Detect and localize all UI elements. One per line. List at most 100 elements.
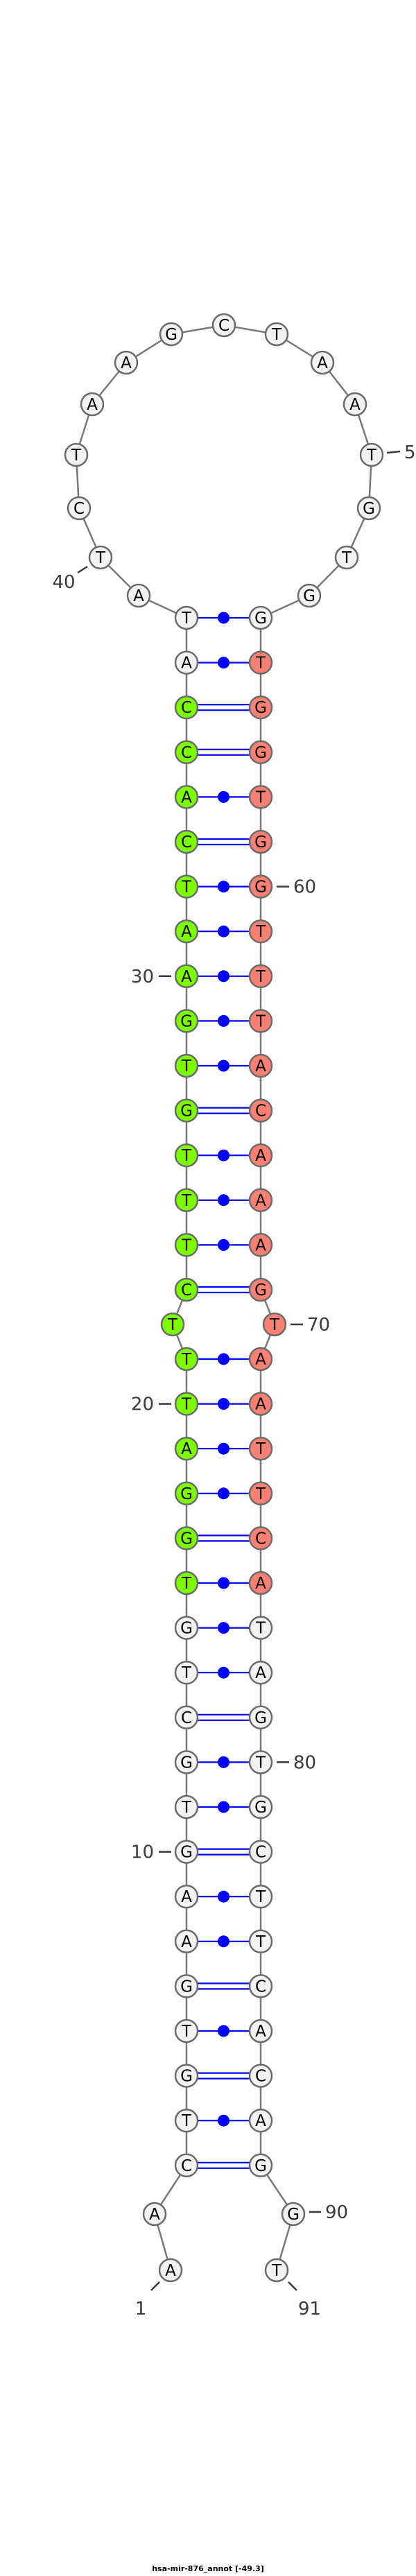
base-pair-bond <box>187 2072 261 2080</box>
label-number: 50 <box>404 442 416 463</box>
nucleotide-circle <box>67 496 92 521</box>
nucleotide-circle <box>174 1840 199 1864</box>
nucleotide-72: A <box>248 1392 273 1416</box>
structure-title: hsa-mir-876_annot [-49.3] <box>152 2564 264 2573</box>
nucleotide-letter: A <box>181 655 192 673</box>
nucleotide-letter: T <box>181 2023 192 2041</box>
nucleotide-71: A <box>248 1347 273 1372</box>
nucleotide-91: T <box>264 2258 289 2283</box>
nucleotide-3: C <box>174 2153 199 2178</box>
nucleotide-83: T <box>248 1884 273 1909</box>
nucleotide-letter: T <box>269 1316 280 1334</box>
wobble-pair-dot <box>218 612 229 624</box>
nucleotide-7: G <box>174 1974 199 1998</box>
nucleotide-30: A <box>174 964 199 989</box>
base-pair-bond <box>187 1149 261 1161</box>
nucleotide-13: C <box>174 1705 199 1730</box>
nucleotide-24: T <box>174 1233 199 1257</box>
nucleotide-letter: G <box>180 1103 193 1121</box>
wobble-pair-dot <box>218 970 229 983</box>
position-labels: 110203040506070809091 <box>52 442 416 2319</box>
nucleotide-circle <box>248 1143 273 1168</box>
wobble-pair-dot <box>218 1756 229 1768</box>
nucleotide-85: C <box>248 1974 273 1998</box>
wobble-pair-dot <box>218 1666 229 1679</box>
nucleotide-33: C <box>174 829 199 854</box>
nucleotide-36: C <box>174 695 199 720</box>
nucleotide-23: C <box>174 1277 199 1302</box>
nucleotide-circle <box>248 1436 273 1461</box>
nucleotide-circle <box>248 650 273 675</box>
nucleotide-letter: C <box>73 500 85 518</box>
base-pairs <box>187 612 261 2169</box>
nucleotide-64: A <box>248 1053 273 1078</box>
nucleotide-letter: A <box>181 1888 192 1906</box>
nucleotide-81: G <box>248 1795 273 1819</box>
wobble-pair-dot <box>218 925 229 937</box>
nucleotide-74: T <box>248 1481 273 1506</box>
nucleotide-57: G <box>248 740 273 765</box>
nucleotide-circle <box>248 2064 273 2088</box>
nucleotide-letter: G <box>254 610 267 628</box>
nucleotide-letter: T <box>181 1057 192 1075</box>
wobble-pair-dot <box>218 1060 229 1072</box>
wobble-pair-dot <box>218 1801 229 1813</box>
nucleotide-letter: G <box>363 500 375 518</box>
position-label-91: 91 <box>288 2281 321 2319</box>
nucleotide-letter: C <box>255 1844 266 1862</box>
wobble-pair-dot <box>218 657 229 669</box>
base-pair-bond <box>187 838 261 846</box>
label-number: 70 <box>307 1315 330 1335</box>
nucleotide-circle <box>248 829 273 854</box>
nucleotide-circle <box>248 2153 273 2178</box>
nucleotide-circle <box>174 1053 199 1078</box>
position-label-1: 1 <box>135 2281 160 2319</box>
nucleotide-78: A <box>248 1660 273 1685</box>
nucleotide-66: A <box>248 1143 273 1168</box>
base-pair-bond <box>187 1398 261 1410</box>
nucleotide-circle <box>88 545 113 570</box>
nucleotide-circle <box>248 2019 273 2043</box>
nucleotide-circle <box>174 650 199 675</box>
nucleotide-circle <box>310 350 335 375</box>
nucleotide-letter: C <box>255 1103 266 1121</box>
wobble-pair-dot <box>218 1890 229 1903</box>
nucleotides: AACTGTGAAGTGCTGTGGATTTCTTTGTGAATCACCATAT… <box>64 313 384 2283</box>
nucleotide-circle <box>174 605 199 630</box>
nucleotide-letter: T <box>181 1236 192 1254</box>
nucleotide-38: T <box>174 605 199 630</box>
nucleotide-59: G <box>248 829 273 854</box>
nucleotide-28: T <box>174 1053 199 1078</box>
nucleotide-circle <box>248 1795 273 1819</box>
base-pair-bond <box>187 1756 261 1768</box>
nucleotide-circle <box>174 1347 199 1372</box>
position-label-50: 50 <box>386 442 416 463</box>
label-number: 30 <box>131 967 154 987</box>
nucleotide-17: G <box>174 1526 199 1550</box>
wobble-pair-dot <box>218 790 229 803</box>
nucleotide-circle <box>174 1974 199 1998</box>
position-label-30: 30 <box>131 967 171 987</box>
label-tick <box>288 2281 297 2291</box>
nucleotide-circle <box>248 1750 273 1774</box>
nucleotide-letter: T <box>255 1620 266 1638</box>
base-pair-bond <box>187 925 261 937</box>
base-pair-bond <box>187 1487 261 1500</box>
nucleotide-61: T <box>248 919 273 944</box>
nucleotide-circle <box>174 1750 199 1774</box>
nucleotide-18: G <box>174 1481 199 1506</box>
base-pair-bond <box>187 1890 261 1903</box>
nucleotide-letter: A <box>255 1236 266 1254</box>
wobble-pair-dot <box>218 1353 229 1365</box>
base-pair-bond <box>187 881 261 893</box>
nucleotide-22: T <box>160 1312 185 1337</box>
nucleotide-82: C <box>248 1840 273 1864</box>
nucleotide-80: T <box>248 1750 273 1774</box>
nucleotide-letter: A <box>181 788 192 806</box>
position-label-70: 70 <box>291 1315 330 1335</box>
nucleotide-37: A <box>174 650 199 675</box>
nucleotide-circle <box>174 1795 199 1819</box>
nucleotide-circle <box>248 1053 273 1078</box>
nucleotide-letter: G <box>180 1978 193 1996</box>
nucleotide-2: A <box>142 2202 167 2227</box>
